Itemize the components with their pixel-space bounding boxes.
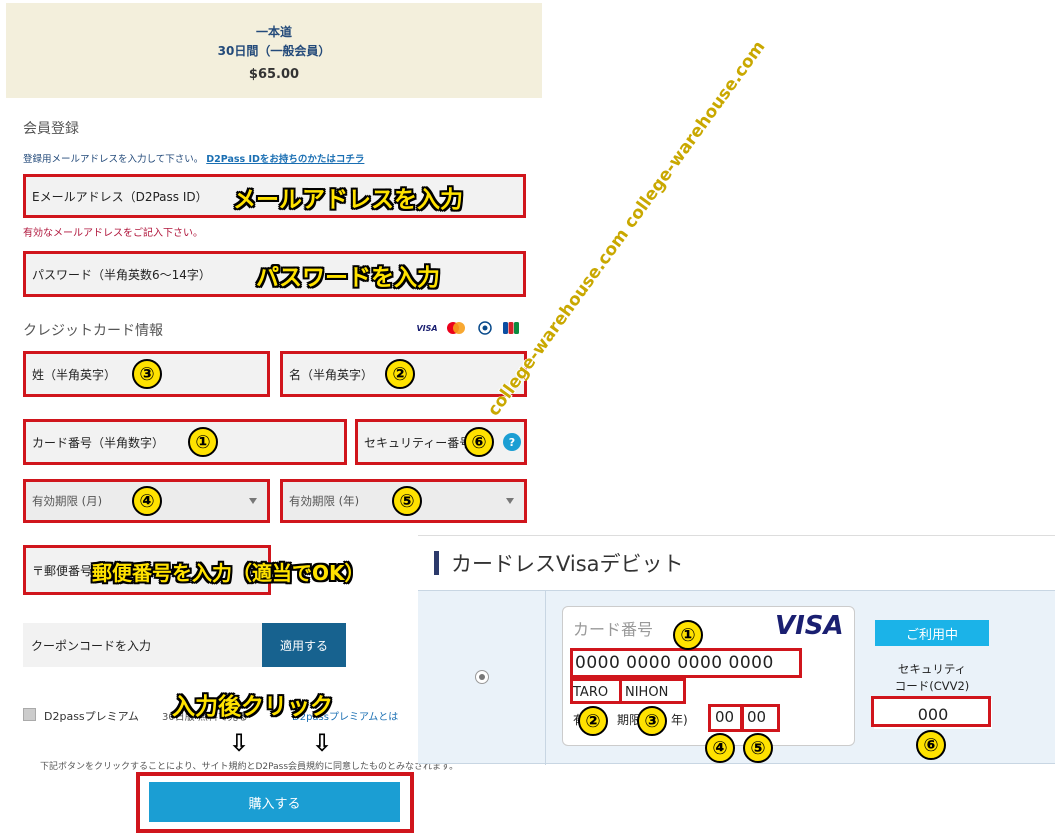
expiry-label-end: 年) <box>671 713 688 727</box>
buy-button-highlight <box>136 772 414 833</box>
email-placeholder: Eメールアドレス（D2Pass ID） <box>32 189 208 204</box>
visa-panel-title: カードレスVisaデビット <box>451 552 684 576</box>
password-field[interactable]: パスワード（半角英数6～14字） <box>23 251 526 297</box>
card-number-placeholder: カード番号（半角数字） <box>32 435 165 450</box>
coupon-input[interactable]: クーポンコードを入力 <box>23 623 262 667</box>
visa-panel-header: カードレスVisaデビット <box>418 536 1055 590</box>
card-last-name: NIHON <box>625 685 669 700</box>
number-2-badge: ② <box>385 359 415 389</box>
expiry-month-label: 有効期限 (月) <box>32 494 103 508</box>
security-code-placeholder: セキュリティー番号 <box>364 435 472 450</box>
plan-name: 一本道 <box>255 25 292 39</box>
d2pass-login-link[interactable]: D2Pass IDをお持ちのかたはコチラ <box>206 154 365 165</box>
last-name-highlight <box>619 678 686 704</box>
chevron-down-icon <box>506 498 514 504</box>
diners-logo-icon <box>473 321 497 335</box>
premium-label: D2passプレミアム <box>44 710 139 723</box>
credit-section-title: クレジットカード情報 <box>23 323 163 339</box>
in-use-badge: ご利用中 <box>875 620 989 646</box>
number-2-badge: ② <box>578 706 608 736</box>
number-4-badge: ④ <box>705 733 735 763</box>
cvv-label: セキュリティ コード(CVV2) <box>894 662 970 693</box>
number-5-badge: ⑤ <box>392 486 422 516</box>
card-number-highlight <box>570 648 802 678</box>
first-name-field[interactable]: 名（半角英字） <box>280 351 527 397</box>
postal-code-field[interactable]: 〒郵便番号 <box>23 545 271 595</box>
arrow-down-icon: ⇩ <box>229 729 250 757</box>
password-placeholder: パスワード（半角英数6～14字） <box>32 267 211 282</box>
visa-logo-icon: VISA <box>416 323 438 333</box>
email-hint-text: 登録用メールアドレスを入力して下さい。 <box>23 154 204 165</box>
card-number-value: 0000 0000 0000 0000 <box>575 653 774 673</box>
expiry-year-value: 00 <box>747 708 767 726</box>
first-name-placeholder: 名（半角英字） <box>289 367 374 382</box>
security-code-field[interactable]: セキュリティー番号 <box>355 419 527 465</box>
card-first-name: TARO <box>573 685 609 700</box>
plan-duration: 30日間（一般会員） <box>217 44 331 58</box>
password-annotation: パスワードを入力 <box>256 265 440 291</box>
number-6-badge: ⑥ <box>916 730 946 760</box>
number-1-badge: ① <box>188 427 218 457</box>
expiry-year-label: 有効期限 (年) <box>289 494 360 508</box>
card-number-field[interactable]: カード番号（半角数字） <box>23 419 347 465</box>
expiry-month-highlight <box>708 704 744 732</box>
radio-column <box>418 591 546 765</box>
terms-text: 下記ボタンをクリックすることにより、サイト規約とD2Pass会員規約に同意したも… <box>40 762 459 772</box>
postal-placeholder: 〒郵便番号 <box>32 563 93 578</box>
card-brand-logos: VISA <box>415 321 520 335</box>
premium-info-link[interactable]: D2passプレミアムとは <box>292 712 399 723</box>
email-annotation: メールアドレスを入力 <box>233 187 463 213</box>
jcb-logo-icon <box>502 322 520 334</box>
postal-annotation: 郵便番号を入力（適当でOK） <box>92 561 365 585</box>
help-icon[interactable]: ? <box>503 433 521 451</box>
number-3-badge: ③ <box>132 359 162 389</box>
visa-brand-icon: VISA <box>775 611 844 641</box>
number-6-badge: ⑥ <box>464 427 494 457</box>
purchase-button[interactable]: 購入する <box>149 782 400 822</box>
email-hint: 登録用メールアドレスを入力して下さい。 D2Pass IDをお持ちのかたはコチラ <box>23 151 364 165</box>
mastercard-logo-icon <box>444 322 468 334</box>
first-name-highlight <box>570 678 622 704</box>
member-section-title: 会員登録 <box>23 121 79 137</box>
number-5-badge: ⑤ <box>743 733 773 763</box>
last-name-placeholder: 姓（半角英字） <box>32 367 117 382</box>
email-error: 有効なメールアドレスをご記入下さい。 <box>23 228 203 239</box>
arrow-down-icon: ⇩ <box>312 729 333 757</box>
plan-summary: 一本道 30日間（一般会員） $65.00 <box>6 3 542 98</box>
header-accent-bar <box>434 551 439 575</box>
expiry-year-highlight <box>740 704 780 732</box>
number-1-badge: ① <box>673 620 703 650</box>
number-3-badge: ③ <box>637 706 667 736</box>
apply-coupon-button[interactable]: 適用する <box>262 623 346 667</box>
coupon-placeholder: クーポンコードを入力 <box>31 638 152 653</box>
expiry-label-mid: 期限 <box>617 713 642 727</box>
premium-desc: 30日版 無料で見る <box>162 712 248 723</box>
expiry-month-value: 00 <box>715 708 735 726</box>
cvv-highlight <box>871 696 991 727</box>
card-select-radio[interactable] <box>475 670 489 684</box>
card-number-label: カード番号 <box>573 620 654 639</box>
click-annotation: 入力後クリック <box>172 694 333 720</box>
number-4-badge: ④ <box>132 486 162 516</box>
chevron-down-icon <box>249 498 257 504</box>
premium-checkbox[interactable] <box>23 708 36 721</box>
plan-price: $65.00 <box>248 67 300 82</box>
email-field[interactable]: Eメールアドレス（D2Pass ID） <box>23 174 526 218</box>
